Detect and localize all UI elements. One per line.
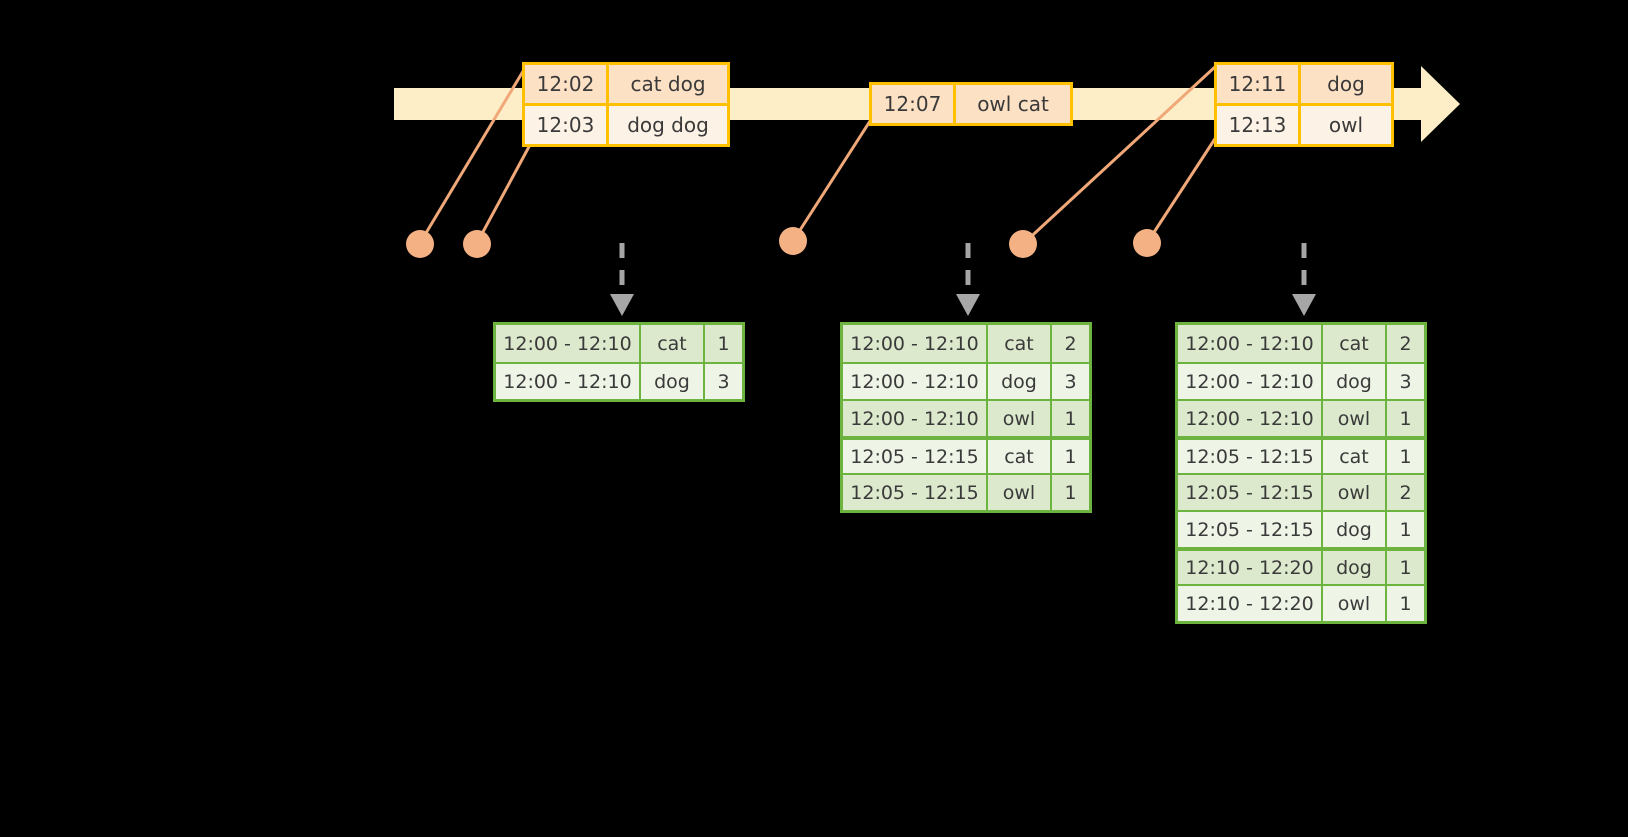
event-words: dog dog xyxy=(627,113,709,137)
table-row: 12:00 - 12:10 cat 2 xyxy=(843,325,1089,362)
window-cell: 12:00 - 12:10 xyxy=(496,325,641,362)
word-cell: cat xyxy=(1323,440,1387,473)
event-words: dog xyxy=(1327,72,1365,96)
table-row: 12:05 - 12:15 cat 1 xyxy=(843,436,1089,473)
table-row: 12:05 - 12:15 cat 1 xyxy=(1178,436,1424,473)
word-cell: cat xyxy=(641,325,705,362)
event-row: 12:03 dog dog xyxy=(525,103,727,144)
dot-4 xyxy=(1009,230,1037,258)
word-cell: owl xyxy=(988,401,1052,436)
window-cell: 12:00 - 12:10 xyxy=(1178,364,1323,399)
event-row: 12:13 owl xyxy=(1217,103,1391,144)
result-table-1[interactable]: 12:00 - 12:10 cat 1 12:00 - 12:10 dog 3 xyxy=(493,322,745,402)
count-cell: 1 xyxy=(1064,445,1077,468)
window-cell: 12:00 - 12:10 xyxy=(843,364,988,399)
dot-3 xyxy=(779,227,807,255)
window-cell: 12:10 - 12:20 xyxy=(1178,586,1323,621)
word-cell: dog xyxy=(641,364,705,399)
event-row: 12:07 owl cat xyxy=(872,85,1070,123)
word-cell: cat xyxy=(988,325,1052,362)
table-row: 12:00 - 12:10 cat 2 xyxy=(1178,325,1424,362)
table-row: 12:05 - 12:15 owl 2 xyxy=(1178,473,1424,510)
count-cell: 1 xyxy=(1399,407,1412,430)
table-row: 12:00 - 12:10 dog 3 xyxy=(496,362,742,399)
window-cell: 12:00 - 12:10 xyxy=(496,364,641,399)
word-cell: cat xyxy=(1323,325,1387,362)
count-cell: 2 xyxy=(1399,481,1412,504)
result-table-2[interactable]: 12:00 - 12:10 cat 2 12:00 - 12:10 dog 3 … xyxy=(840,322,1092,513)
event-box-1[interactable]: 12:02 cat dog 12:03 dog dog xyxy=(522,62,730,147)
window-cell: 12:05 - 12:15 xyxy=(843,475,988,510)
table-row: 12:00 - 12:10 dog 3 xyxy=(1178,362,1424,399)
table-row: 12:10 - 12:20 owl 1 xyxy=(1178,584,1424,621)
table-row: 12:00 - 12:10 owl 1 xyxy=(843,399,1089,436)
window-cell: 12:05 - 12:15 xyxy=(843,440,988,473)
event-time: 12:02 xyxy=(525,65,609,103)
table-row: 12:05 - 12:15 owl 1 xyxy=(843,473,1089,510)
count-cell: 1 xyxy=(1399,592,1412,615)
event-time: 12:11 xyxy=(1217,65,1301,103)
window-cell: 12:00 - 12:10 xyxy=(1178,401,1323,436)
word-cell: owl xyxy=(1323,586,1387,621)
count-cell: 3 xyxy=(717,370,730,393)
window-cell: 12:05 - 12:15 xyxy=(1178,440,1323,473)
event-words: owl cat xyxy=(977,92,1049,116)
event-words: cat dog xyxy=(630,72,706,96)
event-words: owl xyxy=(1328,113,1364,137)
window-cell: 12:00 - 12:10 xyxy=(843,325,988,362)
count-cell: 3 xyxy=(1064,370,1077,393)
event-box-2[interactable]: 12:07 owl cat xyxy=(869,82,1073,126)
count-cell: 1 xyxy=(1399,445,1412,468)
window-cell: 12:00 - 12:10 xyxy=(843,401,988,436)
table-row: 12:00 - 12:10 dog 3 xyxy=(843,362,1089,399)
table-row: 12:10 - 12:20 dog 1 xyxy=(1178,547,1424,584)
count-cell: 1 xyxy=(1399,556,1412,579)
word-cell: dog xyxy=(1323,364,1387,399)
word-cell: dog xyxy=(1323,512,1387,547)
window-cell: 12:10 - 12:20 xyxy=(1178,551,1323,584)
window-cell: 12:00 - 12:10 xyxy=(1178,325,1323,362)
event-row: 12:11 dog xyxy=(1217,65,1391,103)
count-cell: 1 xyxy=(1399,518,1412,541)
word-cell: cat xyxy=(988,440,1052,473)
event-dots xyxy=(406,227,1161,258)
count-cell: 2 xyxy=(1064,332,1077,355)
dashed-arrows xyxy=(619,243,1307,294)
table-row: 12:00 - 12:10 owl 1 xyxy=(1178,399,1424,436)
dot-1 xyxy=(406,230,434,258)
dot-2 xyxy=(463,230,491,258)
dashed-arrow-heads xyxy=(610,294,1316,316)
word-cell: dog xyxy=(1323,551,1387,584)
word-cell: owl xyxy=(988,475,1052,510)
count-cell: 1 xyxy=(1064,481,1077,504)
table-row: 12:00 - 12:10 cat 1 xyxy=(496,325,742,362)
count-cell: 3 xyxy=(1399,370,1412,393)
event-time: 12:03 xyxy=(525,106,609,144)
event-time: 12:07 xyxy=(872,85,956,123)
word-cell: owl xyxy=(1323,401,1387,436)
event-box-3[interactable]: 12:11 dog 12:13 owl xyxy=(1214,62,1394,147)
dot-5 xyxy=(1133,229,1161,257)
window-cell: 12:05 - 12:15 xyxy=(1178,512,1323,547)
event-time: 12:13 xyxy=(1217,106,1301,144)
result-table-3[interactable]: 12:00 - 12:10 cat 2 12:00 - 12:10 dog 3 … xyxy=(1175,322,1427,624)
window-cell: 12:05 - 12:15 xyxy=(1178,475,1323,510)
count-cell: 1 xyxy=(717,332,730,355)
event-row: 12:02 cat dog xyxy=(525,65,727,103)
count-cell: 2 xyxy=(1399,332,1412,355)
count-cell: 1 xyxy=(1064,407,1077,430)
table-row: 12:05 - 12:15 dog 1 xyxy=(1178,510,1424,547)
word-cell: dog xyxy=(988,364,1052,399)
word-cell: owl xyxy=(1323,475,1387,510)
